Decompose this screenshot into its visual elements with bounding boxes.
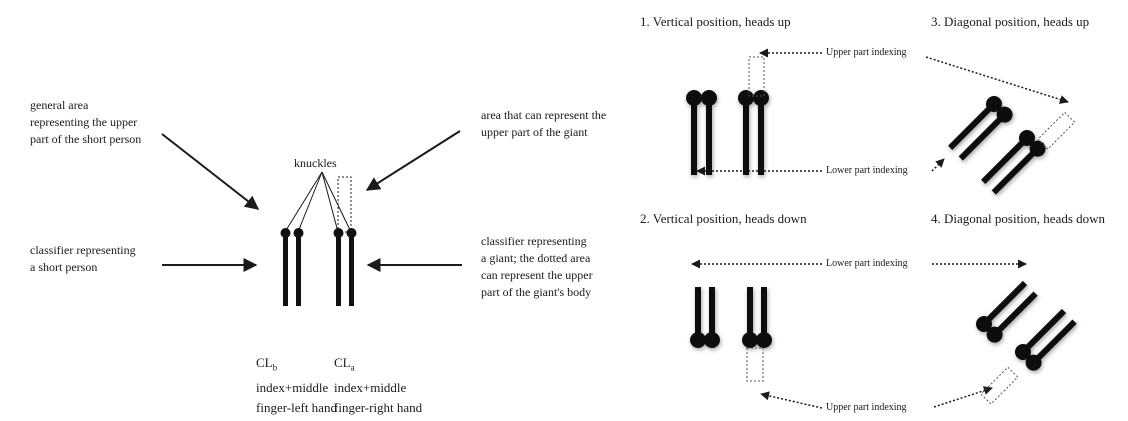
upper-dotted-area-3	[1037, 111, 1076, 150]
title-panel-1: 1. Vertical position, heads up	[640, 14, 791, 29]
upper-indexing-arrow-2	[760, 391, 823, 409]
title-panel-2: 2. Vertical position, heads down	[640, 211, 807, 226]
upper-indexing-arrow-4	[933, 386, 993, 408]
upper-dotted-area-2	[746, 347, 764, 382]
giant-dotted-area	[337, 176, 352, 233]
label-classifier-short-person: classifier representing a short person	[30, 243, 136, 274]
arrow-upper-giant	[365, 130, 461, 191]
label-upper-short-person: general area representing the upper part…	[30, 98, 142, 146]
label-lower-indexing-top: Lower part indexing	[826, 165, 908, 176]
lower-indexing-arrow-3	[931, 158, 945, 172]
label-upper-indexing-top: Upper part indexing	[826, 47, 907, 58]
label-cl-b: CLb index+middle finger-left hand	[256, 355, 337, 415]
upper-dotted-area-1	[748, 56, 765, 97]
classifier-giant-fingers	[333, 228, 357, 306]
classifier-short-fingers	[280, 228, 304, 306]
panel-2-vertical-heads-down	[690, 259, 1027, 409]
panel-1-vertical-heads-up	[686, 48, 1069, 176]
left-figure	[161, 130, 462, 306]
panel-3-diagonal-heads-up	[948, 96, 1076, 195]
label-upper-indexing-bottom: Upper part indexing	[826, 402, 907, 413]
knuckle-leaders	[284, 171, 352, 233]
label-cl-a: CLa index+middle finger-right hand	[334, 355, 423, 415]
label-lower-indexing-bottom: Lower part indexing	[826, 258, 908, 269]
label-classifier-giant: classifier representing a giant; the dot…	[481, 234, 593, 299]
arrow-upper-short	[161, 133, 260, 210]
title-panel-3: 3. Diagonal position, heads up	[931, 14, 1090, 29]
upper-dotted-area-4	[980, 366, 1019, 405]
title-panel-4: 4. Diagonal position, heads down	[931, 211, 1106, 226]
panel-4-diagonal-heads-down	[976, 280, 1077, 405]
label-knuckles: knuckles	[294, 156, 337, 170]
label-upper-giant: area that can represent the upper part o…	[481, 108, 607, 139]
upper-indexing-arrow-3	[925, 56, 1069, 104]
